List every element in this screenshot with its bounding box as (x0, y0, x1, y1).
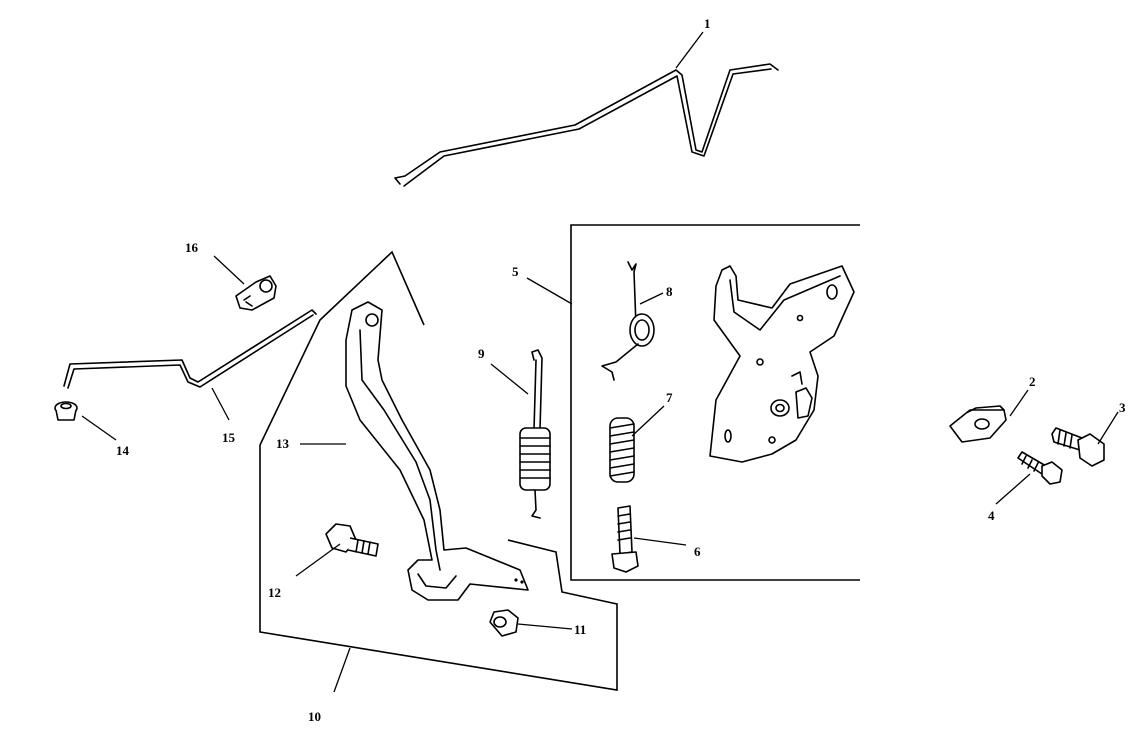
part-3-bolt (1051, 427, 1105, 467)
part-14-plug (54, 401, 78, 421)
part-1-throttle-rod (394, 63, 779, 187)
part-11-nut (489, 609, 519, 637)
part-8-torsion-spring (601, 261, 655, 381)
callout-7: 7 (666, 390, 673, 405)
part-2-clip-nut (949, 405, 1007, 443)
callout-6: 6 (694, 544, 701, 559)
part-10-kit-outline (259, 250, 618, 691)
part-5-kit-box (570, 224, 860, 581)
part-12-bolt (325, 523, 379, 557)
callout-10: 10 (308, 709, 321, 724)
part-9-spring (519, 349, 551, 519)
callout-3: 3 (1119, 400, 1126, 415)
part-13-control-lever (345, 301, 529, 601)
callout-11: 11 (574, 622, 586, 637)
callout-14: 14 (116, 443, 130, 458)
control-bracket-plate (709, 265, 855, 463)
part-7-compression-spring (609, 417, 635, 483)
part-6-screw (611, 505, 639, 573)
callout-5: 5 (512, 264, 519, 279)
callout-13: 13 (276, 436, 290, 451)
callout-labels: 1 2 3 4 5 6 7 8 9 10 11 12 13 14 15 16 (116, 16, 1126, 724)
callout-4: 4 (988, 508, 995, 523)
callout-9: 9 (478, 346, 485, 361)
callout-8: 8 (666, 284, 673, 299)
leader-lines (81, 31, 1119, 693)
part-4-bolt (1017, 451, 1063, 485)
callout-16: 16 (185, 240, 199, 255)
part-15-choke-rod (63, 309, 317, 389)
callout-2: 2 (1029, 374, 1036, 389)
callout-1: 1 (704, 16, 711, 31)
callout-12: 12 (268, 585, 281, 600)
part-16-clip (235, 275, 277, 311)
callout-15: 15 (222, 430, 236, 445)
